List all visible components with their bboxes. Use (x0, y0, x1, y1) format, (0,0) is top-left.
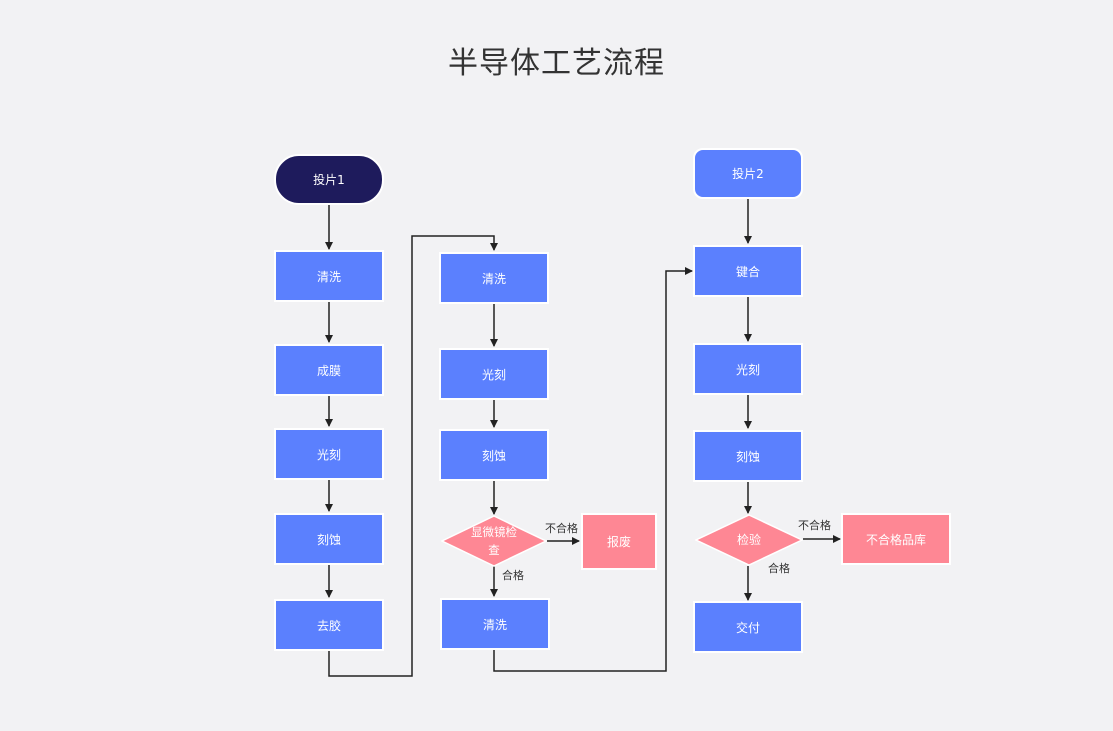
node-c2-clean2[interactable]: 清洗 (440, 598, 550, 650)
edge-strip-col2 (328, 235, 498, 677)
edge-label-check-fail: 不合格 (798, 519, 831, 532)
page-title: 半导体工艺流程 (448, 46, 665, 81)
node-c3-inspect-label: 检验 (736, 533, 761, 547)
edge-clean2-bond (493, 267, 693, 672)
node-c1-clean[interactable]: 清洗 (274, 250, 384, 302)
node-start2[interactable]: 投片2 (693, 148, 803, 199)
edge-label-check-pass: 合格 (768, 562, 790, 575)
edge-label-inspect-pass: 合格 (502, 569, 524, 582)
node-c1-etch[interactable]: 刻蚀 (274, 513, 384, 565)
decision-diamond-shape (441, 515, 547, 567)
node-c2-scrap[interactable]: 报废 (581, 513, 657, 570)
node-c1-film[interactable]: 成膜 (274, 344, 384, 396)
edge-label-inspect-fail: 不合格 (545, 522, 578, 535)
node-c3-inspect[interactable]: 检验 (695, 514, 803, 566)
node-c1-strip[interactable]: 去胶 (274, 599, 384, 651)
node-c3-deliver[interactable]: 交付 (693, 601, 803, 653)
node-c2-litho[interactable]: 光刻 (439, 348, 549, 400)
node-c2-etch[interactable]: 刻蚀 (439, 429, 549, 481)
node-c3-bond[interactable]: 键合 (693, 245, 803, 297)
node-start1[interactable]: 投片1 (274, 154, 384, 205)
node-c3-etch[interactable]: 刻蚀 (693, 430, 803, 482)
node-c2-inspect-label: 显微镜检查 (471, 525, 517, 557)
node-c3-reject-store[interactable]: 不合格品库 (841, 513, 951, 565)
decision-diamond-shape (695, 514, 803, 566)
node-c2-inspect[interactable]: 显微镜检查 (441, 515, 547, 567)
node-c2-clean[interactable]: 清洗 (439, 252, 549, 304)
node-c3-litho[interactable]: 光刻 (693, 343, 803, 395)
node-c1-litho[interactable]: 光刻 (274, 428, 384, 480)
